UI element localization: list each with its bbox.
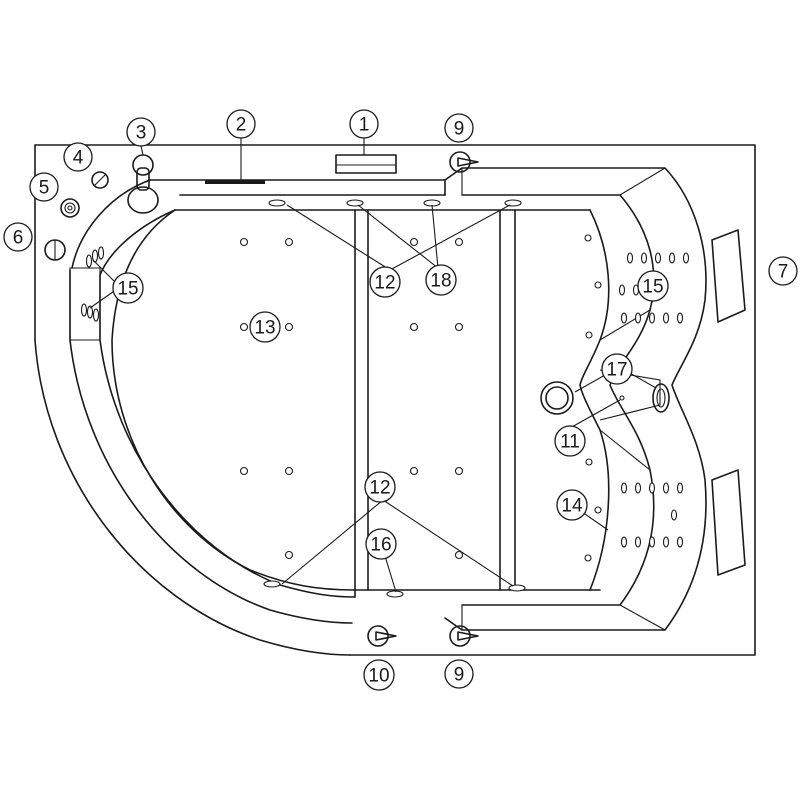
tub-frame (34, 144, 756, 656)
valve-top-icon (449, 151, 479, 173)
air-button-icon (60, 198, 80, 218)
jets (80, 199, 690, 598)
back-wall-jet (662, 536, 670, 548)
callout-1: 1 (349, 109, 379, 139)
callout-13: 13 (249, 311, 281, 343)
back-wall-jet (676, 482, 684, 494)
callout-12-top: 12 (369, 266, 401, 298)
callout-6: 6 (3, 222, 33, 252)
svg-text:18: 18 (430, 271, 451, 292)
callout-10: 10 (363, 659, 395, 691)
back-wall-jet (654, 252, 662, 264)
back-wall-jet (662, 482, 670, 494)
back-wall-jet (620, 312, 628, 324)
headrest-pillow-bottom (711, 469, 746, 576)
callout-12-bottom: 12 (364, 471, 396, 503)
back-wall-jet (634, 312, 642, 324)
callout-17: 17 (601, 353, 633, 385)
svg-text:3: 3 (136, 123, 147, 144)
back-wall-jet (676, 536, 684, 548)
svg-text:7: 7 (778, 262, 789, 283)
callout-9-top: 9 (444, 113, 474, 143)
callout-11: 11 (554, 425, 586, 457)
callout-4: 4 (63, 142, 93, 172)
back-wall-jet (668, 252, 676, 264)
svg-text:15: 15 (642, 277, 663, 298)
back-wall-jet (670, 509, 678, 521)
leader-lines (89, 138, 657, 593)
callout-7: 7 (768, 256, 798, 286)
back-wall-jet (648, 482, 656, 494)
svg-text:12: 12 (369, 478, 390, 499)
callout-5: 5 (29, 172, 59, 202)
callout-14: 14 (556, 489, 588, 521)
svg-text:15: 15 (117, 279, 138, 300)
faucet-icon (132, 154, 154, 176)
svg-text:17: 17 (606, 360, 627, 381)
back-wall-jet (640, 252, 648, 264)
control-panel (335, 154, 397, 174)
deck-fixtures (44, 151, 479, 647)
callout-9-bottom: 9 (444, 659, 474, 689)
callout-15-right: 15 (637, 270, 669, 302)
callout-18: 18 (425, 264, 457, 296)
inner-basin (111, 209, 601, 598)
back-wall-jet (620, 482, 628, 494)
knob-icon (91, 171, 109, 189)
svg-text:14: 14 (561, 496, 583, 517)
back-wall-jet (682, 252, 690, 264)
callout-3: 3 (126, 117, 156, 147)
back-wall-jet (634, 482, 642, 494)
callout-15-left: 15 (112, 272, 144, 304)
back-wall-jet (662, 312, 670, 324)
back-wall-jet (618, 284, 626, 296)
back-wall-jet (634, 536, 642, 548)
svg-text:12: 12 (374, 273, 395, 294)
svg-text:2: 2 (236, 115, 247, 136)
svg-text:1: 1 (359, 115, 370, 136)
headrest-section (444, 167, 746, 631)
callouts: 1 2 3 4 5 6 7 9 9 10 11 12 12 13 14 15 1… (3, 109, 798, 691)
callout-16: 16 (365, 528, 397, 560)
back-wall-jet (626, 252, 634, 264)
headrest-pillow-top (711, 229, 746, 323)
svg-text:16: 16 (370, 535, 391, 556)
back-wall-jet (620, 536, 628, 548)
svg-text:10: 10 (368, 666, 389, 687)
valve-bottom-icon (449, 625, 479, 647)
svg-text:5: 5 (39, 178, 50, 199)
svg-text:4: 4 (73, 148, 84, 169)
pillow-bar (205, 180, 265, 184)
svg-text:9: 9 (454, 119, 465, 140)
valve-10-icon (367, 625, 397, 647)
callout-2: 2 (226, 109, 256, 139)
svg-text:9: 9 (454, 665, 465, 686)
svg-text:6: 6 (13, 228, 24, 249)
svg-text:13: 13 (254, 318, 275, 339)
back-wall-jet (648, 312, 656, 324)
svg-text:11: 11 (560, 432, 580, 453)
back-wall-jet (676, 312, 684, 324)
back-wall-jet (648, 536, 656, 548)
